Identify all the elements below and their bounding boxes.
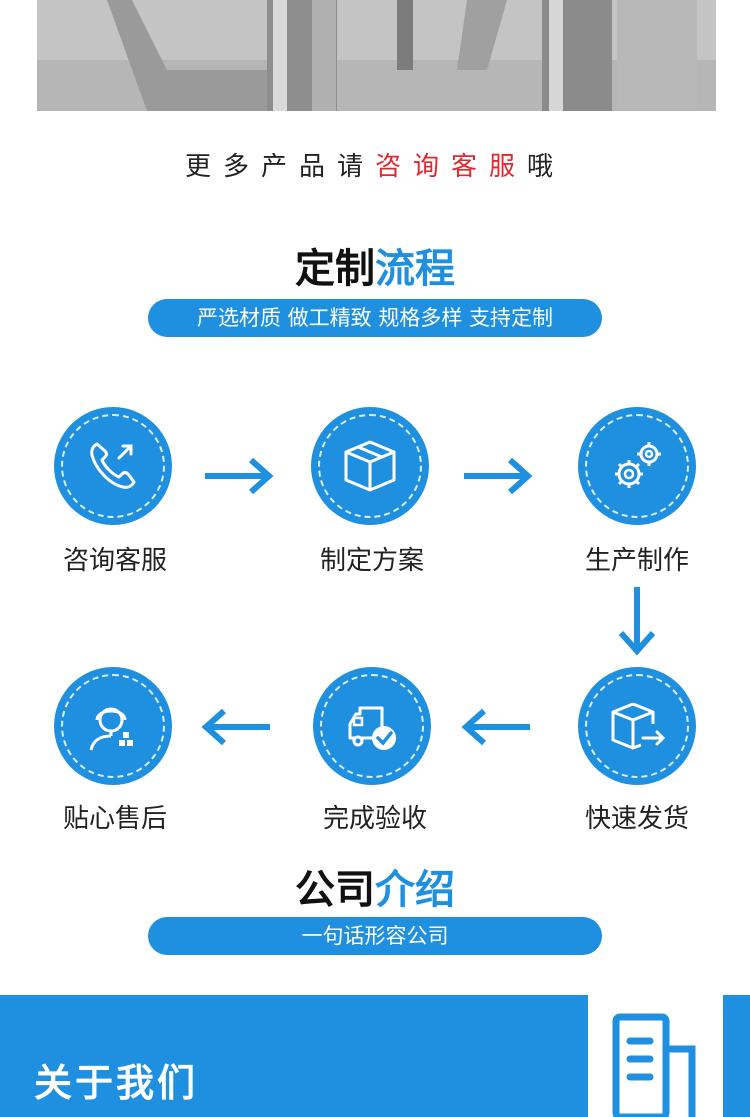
- company-title-blue: 介绍: [375, 867, 455, 913]
- banner-icon-panel: [588, 995, 723, 1117]
- more-suffix: 哦: [527, 152, 566, 182]
- step-accept-label: 完成验收: [322, 804, 427, 834]
- step-consult-circle: [54, 407, 172, 525]
- process-title: 定制流程: [0, 236, 750, 294]
- about-banner: [0, 995, 750, 1117]
- arrow-right-icon: [205, 457, 274, 495]
- arrow-left-icon: [201, 708, 270, 746]
- contact-service-link[interactable]: 咨询客服: [374, 152, 527, 182]
- company-title-black: 公司: [295, 867, 375, 913]
- step-ship-circle: [578, 667, 696, 785]
- truck-check-icon: [348, 706, 396, 750]
- about-title: 关于我们: [34, 1061, 199, 1105]
- more-prefix: 更多产品请: [184, 152, 375, 182]
- step-produce-label: 生产制作: [584, 546, 689, 576]
- arrow-down-icon: [618, 587, 656, 656]
- step-accept-circle: [313, 667, 431, 785]
- box-icon: [344, 440, 396, 492]
- arrow-left-icon: [461, 708, 530, 746]
- step-produce-circle: [578, 407, 696, 525]
- phone-icon: [90, 442, 136, 489]
- building-icon: [612, 1013, 696, 1117]
- step-plan-circle: [311, 407, 429, 525]
- step-aftersale-label: 贴心售后: [62, 804, 167, 834]
- gears-icon: [615, 442, 661, 488]
- process-title-black: 定制: [295, 246, 375, 292]
- arrow-right-icon: [464, 457, 533, 495]
- step-ship-label: 快速发货: [584, 804, 689, 834]
- company-tagline: 一句话形容公司: [148, 917, 602, 955]
- step-plan-label: 制定方案: [319, 546, 424, 576]
- headset-icon: [89, 707, 133, 751]
- step-aftersale-circle: [54, 667, 172, 785]
- more-products-line: 更多产品请咨询客服哦: [0, 146, 750, 183]
- process-title-blue: 流程: [375, 246, 455, 292]
- process-tagline: 严选材质 做工精致 规格多样 支持定制: [148, 299, 602, 337]
- turnstile-photo-graphic: [37, 0, 716, 111]
- step-consult-label: 咨询客服: [62, 546, 167, 576]
- product-photo: [37, 0, 716, 111]
- company-title: 公司介绍: [0, 857, 750, 915]
- package-arrow-icon: [611, 702, 666, 750]
